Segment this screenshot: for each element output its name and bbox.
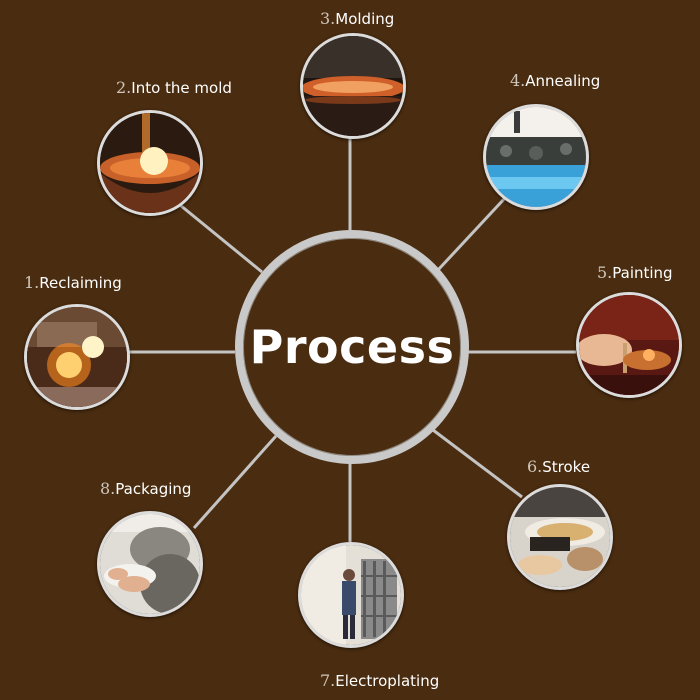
step-4-number: 4.	[510, 71, 526, 90]
step-6-number: 6.	[527, 457, 543, 476]
hub-title: Process	[249, 320, 455, 374]
step-5-label: 5.Painting	[597, 263, 673, 282]
step-2-number: 2.	[116, 78, 132, 97]
worker-packaging-photo	[100, 514, 200, 614]
step-2-name: Into the mold	[131, 79, 232, 97]
step-8-photo	[97, 511, 203, 617]
annealing-conveyor-photo	[486, 107, 586, 207]
step-1-label: 1.Reclaiming	[24, 273, 122, 292]
step-3-number: 3.	[320, 9, 336, 28]
connector-into-the-mold	[179, 203, 263, 274]
step-6-label: 6.Stroke	[527, 457, 590, 476]
glowing-plate-on-press-photo	[303, 36, 403, 136]
process-hub: Process	[235, 230, 469, 464]
gold-rim-stroke-photo	[510, 487, 610, 587]
step-5-number: 5.	[597, 263, 613, 282]
step-3-photo	[300, 33, 406, 139]
step-1-number: 1.	[24, 273, 40, 292]
step-7-label: 7.Electroplating	[320, 671, 439, 690]
step-8-name: Packaging	[115, 480, 192, 498]
furnace-glow-photo	[27, 307, 127, 407]
hand-painting-photo	[579, 295, 679, 395]
step-3-label: 3.Molding	[320, 9, 394, 28]
step-7-photo	[298, 542, 404, 648]
connector-stroke	[432, 428, 523, 499]
step-5-photo	[576, 292, 682, 398]
electroplating-rack-photo	[301, 545, 401, 645]
step-7-number: 7.	[320, 671, 336, 690]
step-2-photo	[97, 110, 203, 216]
step-4-photo	[483, 104, 589, 210]
step-7-name: Electroplating	[335, 672, 440, 690]
connector-annealing	[436, 196, 507, 272]
step-2-label: 2.Into the mold	[116, 78, 232, 97]
connector-packaging	[192, 435, 278, 529]
step-6-photo	[507, 484, 613, 590]
step-5-name: Painting	[612, 264, 673, 282]
step-4-label: 4.Annealing	[510, 71, 600, 90]
step-4-name: Annealing	[525, 72, 601, 90]
step-8-label: 8.Packaging	[100, 479, 191, 498]
step-1-photo	[24, 304, 130, 410]
step-6-name: Stroke	[542, 458, 591, 476]
step-1-name: Reclaiming	[39, 274, 122, 292]
step-8-number: 8.	[100, 479, 116, 498]
step-3-name: Molding	[335, 10, 395, 28]
molten-glass-in-mold-photo	[100, 113, 200, 213]
